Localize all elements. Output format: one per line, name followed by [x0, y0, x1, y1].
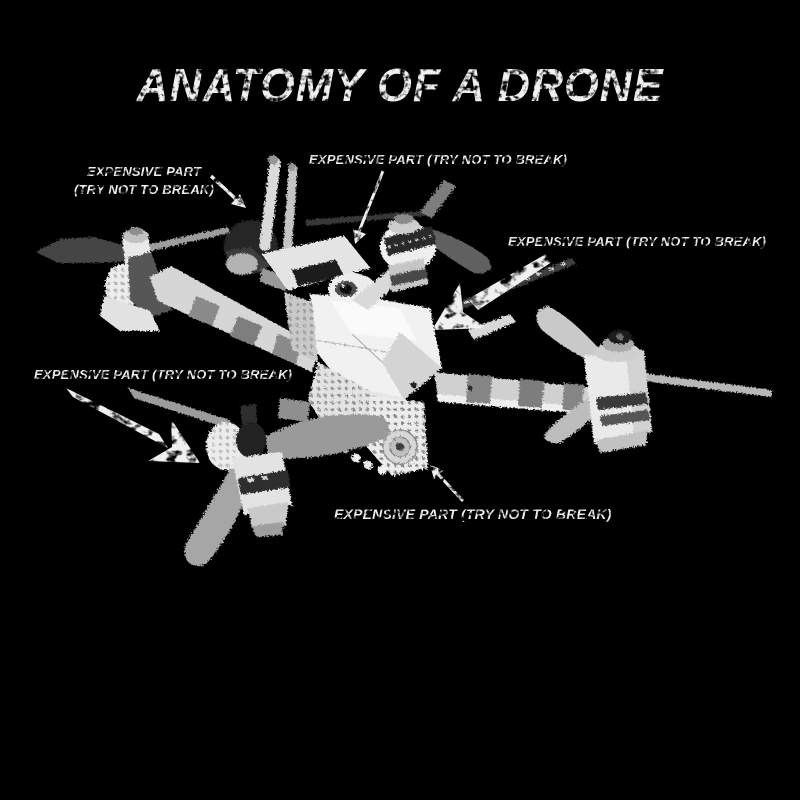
carbon-rod	[306, 210, 434, 226]
propeller-right	[536, 306, 772, 444]
label-expensive-part-bottom: EXPENSIVE PART (TRY NOT TO BREAK)	[334, 506, 612, 522]
motor-top-right	[380, 214, 436, 292]
motor-right	[584, 330, 652, 453]
label-expensive-part-right: EXPENSIVE PART (TRY NOT TO BREAK)	[508, 234, 767, 249]
label-expensive-part-top-left: EXPENSIVE PART (TRY NOT TO BREAK)	[52, 163, 236, 199]
motor-top-left	[100, 227, 172, 331]
label-line: EXPENSIVE PART	[86, 164, 202, 179]
drone-image	[36, 155, 772, 566]
motor-bottom-left	[206, 404, 292, 537]
label-expensive-part-top-center: EXPENSIVE PART (TRY NOT TO BREAK)	[309, 152, 568, 167]
arrow-bottom-icon	[430, 465, 465, 503]
arrow-right-grunge-icon	[432, 254, 552, 330]
page-title: ANATOMY OF A DRONE	[136, 59, 664, 111]
arrow-top-center-icon	[353, 170, 385, 244]
frame-arm-right	[434, 372, 602, 415]
arrow-left-grunge-icon	[66, 388, 200, 463]
arrow-top-left-icon	[209, 174, 246, 208]
label-expensive-part-left: EXPENSIVE PART (TRY NOT TO BREAK)	[34, 367, 293, 382]
propeller-top-left	[36, 227, 230, 263]
frame-arm-front-left	[150, 266, 320, 372]
antenna-tubes	[259, 155, 298, 253]
label-line: (TRY NOT TO BREAK)	[73, 182, 215, 197]
